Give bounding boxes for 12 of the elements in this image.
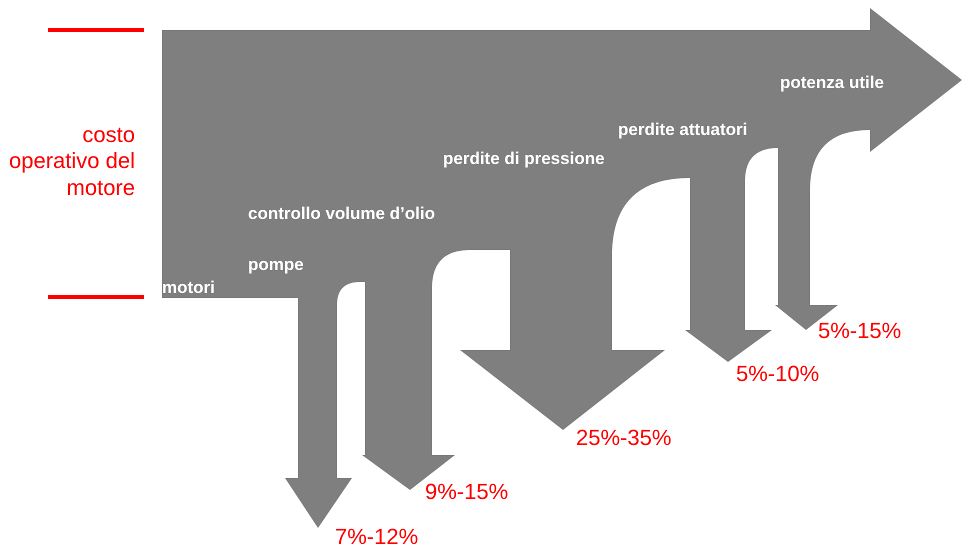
flow-label: perdite attuatori [618,120,748,140]
flow-label: potenza utile [780,73,884,93]
percentage-label: 9%-15% [425,479,508,504]
percentage-label: 25%-35% [576,425,672,450]
percentage-label: 5%-10% [736,361,820,386]
percentage-label: 7%-12% [335,524,418,547]
flow-label: motori [162,278,215,298]
flow-label: perdite di pressione [443,149,605,169]
percentage-label: 5%-15% [818,318,902,344]
flow-label: pompe [248,255,304,275]
bracket-label: costo operativo del motore [8,122,135,202]
flow-label: controllo volume d’olio [248,204,435,224]
